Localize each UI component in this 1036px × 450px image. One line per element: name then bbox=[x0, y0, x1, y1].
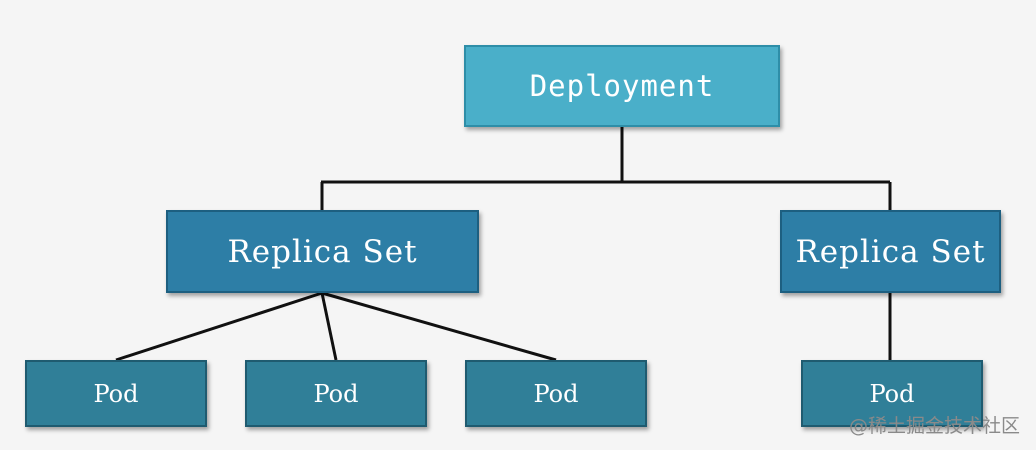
pod-label: Pod bbox=[93, 379, 139, 408]
replica-set-label: Replica Set bbox=[795, 233, 986, 270]
deployment-label: Deployment bbox=[529, 69, 715, 103]
pod-node-2: Pod bbox=[245, 360, 427, 427]
replica-set-node-right: Replica Set bbox=[780, 210, 1001, 293]
pod-node-4: Pod bbox=[801, 360, 983, 427]
connector-to-pod-2 bbox=[320, 292, 338, 361]
deployment-node: Deployment bbox=[464, 45, 780, 127]
pod-label: Pod bbox=[869, 379, 915, 408]
watermark-text: @稀土掘金技术社区 bbox=[848, 415, 1020, 437]
replica-set-node-left: Replica Set bbox=[166, 210, 479, 293]
pod-node-1: Pod bbox=[25, 360, 207, 427]
pod-label: Pod bbox=[533, 379, 579, 408]
connector-to-pod-3 bbox=[321, 291, 557, 362]
pod-label: Pod bbox=[313, 379, 359, 408]
connector-to-pod-1 bbox=[115, 291, 323, 362]
pod-node-3: Pod bbox=[465, 360, 647, 427]
replica-set-label: Replica Set bbox=[227, 233, 418, 270]
